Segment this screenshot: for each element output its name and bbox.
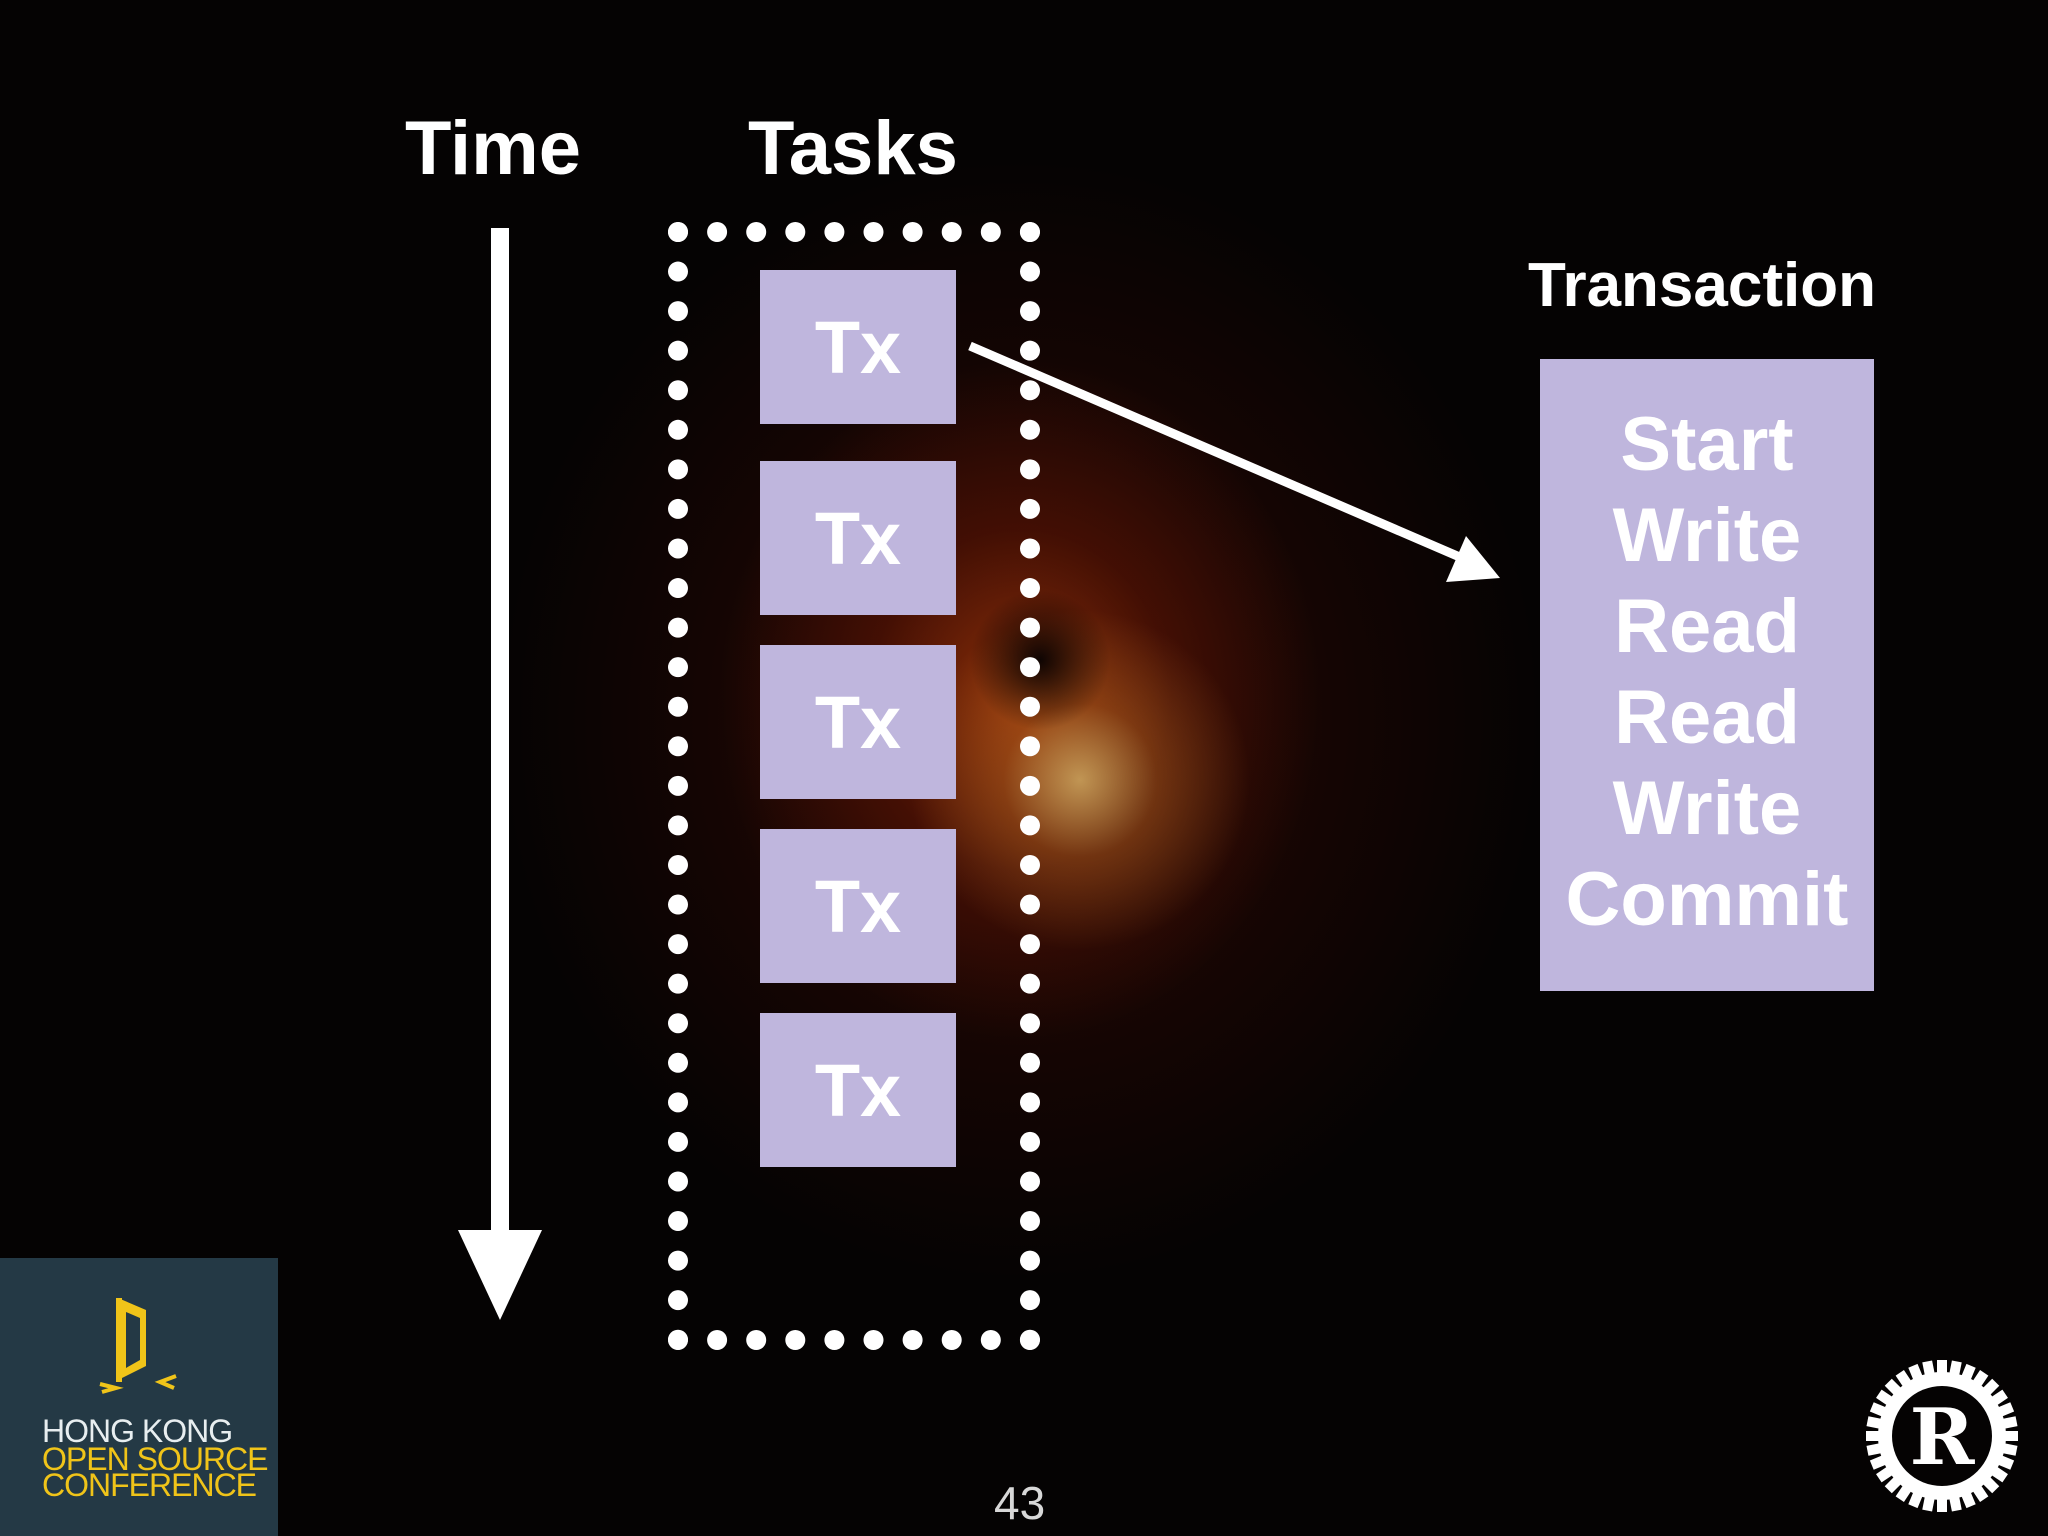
- gear-tooth: [1869, 1402, 1889, 1418]
- task-tx-box: Tx: [760, 270, 956, 424]
- gear-tooth: [1922, 1493, 1936, 1512]
- time-arrow-head: [458, 1230, 542, 1320]
- rust-gear-logo-icon: R: [1866, 1360, 2018, 1512]
- gear-tooth: [1948, 1360, 1962, 1379]
- gear-tooth: [1884, 1378, 1904, 1398]
- gear-tooth: [1937, 1496, 1947, 1512]
- task-tx-box: Tx: [760, 461, 956, 615]
- arrow-line: [968, 341, 1464, 563]
- gear-tooth: [1989, 1465, 2008, 1483]
- gear-tooth: [1876, 1465, 1895, 1483]
- gear-tooth: [1869, 1454, 1889, 1470]
- gear-tooth: [1866, 1416, 1885, 1430]
- tasks-dotted-frame: [668, 222, 1040, 1350]
- conference-name-line: OPEN SOURCE: [42, 1441, 268, 1477]
- gear-tooth: [1866, 1431, 1882, 1441]
- gear-tooth: [1884, 1474, 1904, 1494]
- task-tx-box: Tx: [760, 1013, 956, 1167]
- conference-logo: [0, 1258, 278, 1536]
- transaction-step: Start: [1620, 402, 1794, 487]
- task-tx-box: Tx: [760, 829, 956, 983]
- transaction-step: Write: [1612, 493, 1802, 578]
- svg-text:R: R: [1910, 1392, 1976, 1483]
- gear-tooth: [1995, 1454, 2015, 1470]
- gear-tooth: [2002, 1431, 2018, 1441]
- task-tx-box: Tx: [760, 645, 956, 799]
- gear-tooth: [1980, 1474, 2000, 1494]
- gear-tooth: [1908, 1363, 1924, 1383]
- transaction-step: Write: [1612, 766, 1802, 851]
- gear-tooth: [1866, 1442, 1885, 1456]
- gear-tooth: [1960, 1363, 1976, 1383]
- conference-name-line: HONG KONG: [42, 1413, 233, 1449]
- gear-tooth: [1980, 1378, 2000, 1398]
- gear-tooth: [1999, 1442, 2018, 1456]
- gear-tooth: [1948, 1493, 1962, 1512]
- gear-tooth: [1989, 1389, 2008, 1407]
- gear-tooth: [1960, 1489, 1976, 1509]
- gear-tooth: [1922, 1360, 1936, 1379]
- transaction-step: Read: [1614, 675, 1800, 760]
- time-label: Time: [405, 106, 582, 191]
- gear-tooth: [1971, 1370, 1989, 1389]
- gear-tooth: [1876, 1389, 1895, 1407]
- transaction-label: Transaction: [1528, 251, 1876, 320]
- time-arrow-shaft: [491, 228, 509, 1238]
- page-number: 43: [994, 1477, 1046, 1529]
- arrow-head: [1446, 536, 1500, 582]
- tasks-label: Tasks: [748, 106, 958, 191]
- gear-tooth: [1895, 1370, 1913, 1389]
- transaction-step: Read: [1614, 584, 1800, 669]
- gear-tooth: [1999, 1416, 2018, 1430]
- door-icon: [99, 1298, 177, 1394]
- gear-tooth: [1995, 1402, 2015, 1418]
- transaction-detail-box: Start Write Read Read Write Commit: [1540, 359, 1874, 991]
- gear-tooth: [1895, 1483, 1913, 1502]
- transaction-step: Commit: [1565, 857, 1849, 942]
- gear-tooth: [1937, 1360, 1947, 1376]
- gear-tooth: [1908, 1489, 1924, 1509]
- conference-name-line: CONFERENCE: [42, 1467, 257, 1503]
- gear-tooth: [1971, 1483, 1989, 1502]
